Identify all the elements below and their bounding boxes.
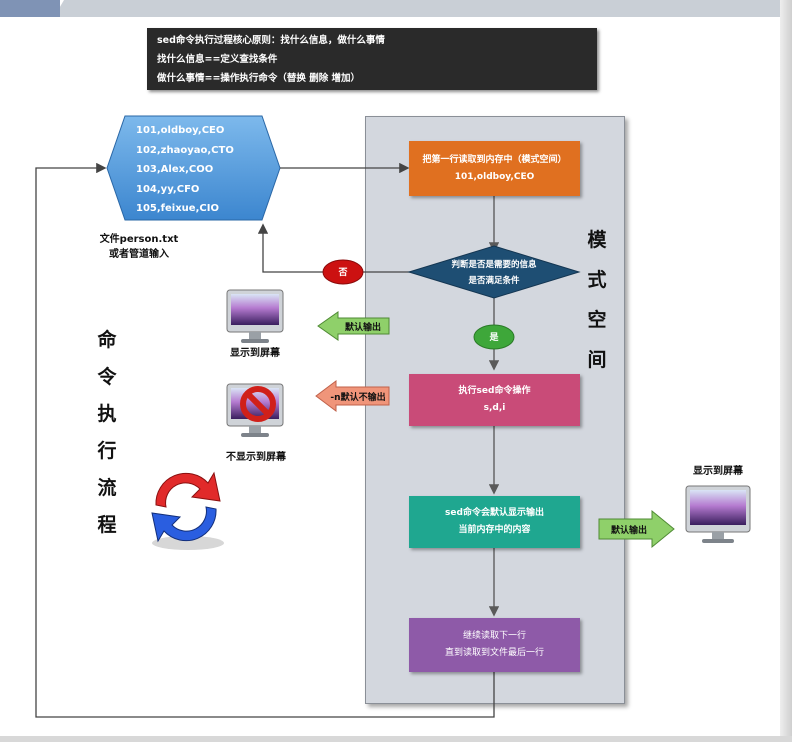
input-caption: 文件person.txt 或者管道输入 — [84, 232, 194, 262]
default-output-left-label: 默认输出 — [344, 323, 381, 333]
no-output-arrow — [315, 380, 390, 412]
pattern-space-char: 模 — [587, 229, 607, 251]
input-caption-line-2: 或者管道输入 — [109, 249, 169, 260]
record-line: 101,oldboy,CEO — [136, 125, 225, 136]
show-on-screen-right-caption: 显示到屏幕 — [693, 466, 743, 477]
flow-title-char: 命 — [97, 329, 117, 351]
exec-text-1: 执行sed命令操作 — [458, 386, 531, 396]
flow-title-char: 执 — [97, 403, 117, 425]
flow-title-char: 令 — [97, 366, 117, 388]
input-hexagon — [106, 115, 281, 221]
record-line: 104,yy,CFO — [136, 183, 200, 195]
input-records: 101,oldboy,CEO 102,zhaoyao,CTO 103,Alex,… — [136, 121, 234, 219]
pattern-space-char: 间 — [587, 349, 607, 371]
yes-label: 是 — [489, 333, 499, 343]
page-edge-right — [780, 0, 792, 742]
continue-text-2: 直到读取到文件最后一行 — [444, 648, 544, 658]
output-text-1: sed命令会默认显示输出 — [445, 508, 544, 518]
yes-ellipse — [473, 324, 515, 350]
page-edge-bottom — [0, 736, 792, 742]
no-ellipse — [322, 259, 364, 285]
record-line: 105,feixue,CIO — [136, 203, 219, 214]
pattern-space-title: 模 式 空 间 — [583, 220, 611, 380]
input-caption-line-1: 文件person.txt — [99, 234, 179, 245]
record-line: 103,Alex,COO — [136, 164, 214, 175]
no-branch-line — [257, 223, 414, 273]
read-line-box: 把第一行读取到内存中（模式空间） 101,oldboy,CEO — [409, 141, 580, 196]
monitor-icon — [685, 485, 751, 543]
flow-title: 命 令 执 行 流 程 — [92, 322, 122, 544]
pattern-space-char: 式 — [587, 269, 607, 291]
monitor-icon — [226, 289, 284, 343]
no-label: 否 — [338, 268, 348, 278]
default-output-right-arrow — [598, 509, 675, 549]
loop-back-line — [35, 162, 495, 718]
output-text-2: 当前内存中的内容 — [458, 525, 531, 535]
flow-title-char: 行 — [97, 440, 117, 462]
refresh-cycle-icon — [151, 471, 224, 550]
decision-text-2: 是否满足条件 — [468, 276, 520, 286]
continue-reading-box: 继续读取下一行 直到读取到文件最后一行 — [409, 618, 580, 672]
decision-diamond — [407, 245, 581, 299]
exec-text-2: s,d,i — [483, 403, 506, 413]
flow-title-char: 流 — [97, 477, 117, 499]
principle-note: sed命令执行过程核心原则：找什么信息，做什么事情 找什么信息==定义查找条件 … — [147, 28, 597, 90]
not-show-on-screen-caption: 不显示到屏幕 — [226, 452, 286, 463]
principle-line-1: sed命令执行过程核心原则：找什么信息，做什么事情 — [157, 35, 385, 46]
default-output-left-arrow — [317, 311, 390, 341]
header-accent — [0, 0, 60, 17]
exec-command-box: 执行sed命令操作 s,d,i — [409, 374, 580, 426]
read-line-text-1: 把第一行读取到内存中（模式空间） — [422, 154, 567, 165]
default-output-box: sed命令会默认显示输出 当前内存中的内容 — [409, 496, 580, 548]
default-output-right-label: 默认输出 — [610, 526, 647, 536]
record-line: 102,zhaoyao,CTO — [136, 144, 234, 156]
principle-line-2: 找什么信息==定义查找条件 — [157, 54, 278, 65]
decision-text-1: 判断是否是需要的信息 — [451, 260, 537, 270]
flow-title-char: 程 — [97, 514, 117, 536]
header-bar — [54, 0, 792, 17]
continue-text-1: 继续读取下一行 — [462, 631, 526, 641]
pattern-space-char: 空 — [587, 309, 607, 331]
no-output-label: -n默认不输出 — [330, 393, 386, 403]
show-on-screen-left-caption: 显示到屏幕 — [230, 348, 280, 359]
read-line-text-2: 101,oldboy,CEO — [454, 171, 535, 182]
prohibited-icon — [240, 386, 276, 422]
principle-line-3: 做什么事情==操作执行命令（替换 删除 增加） — [157, 73, 361, 84]
decision-text: 判断是否是需要的信息 是否满足条件 — [419, 256, 569, 290]
